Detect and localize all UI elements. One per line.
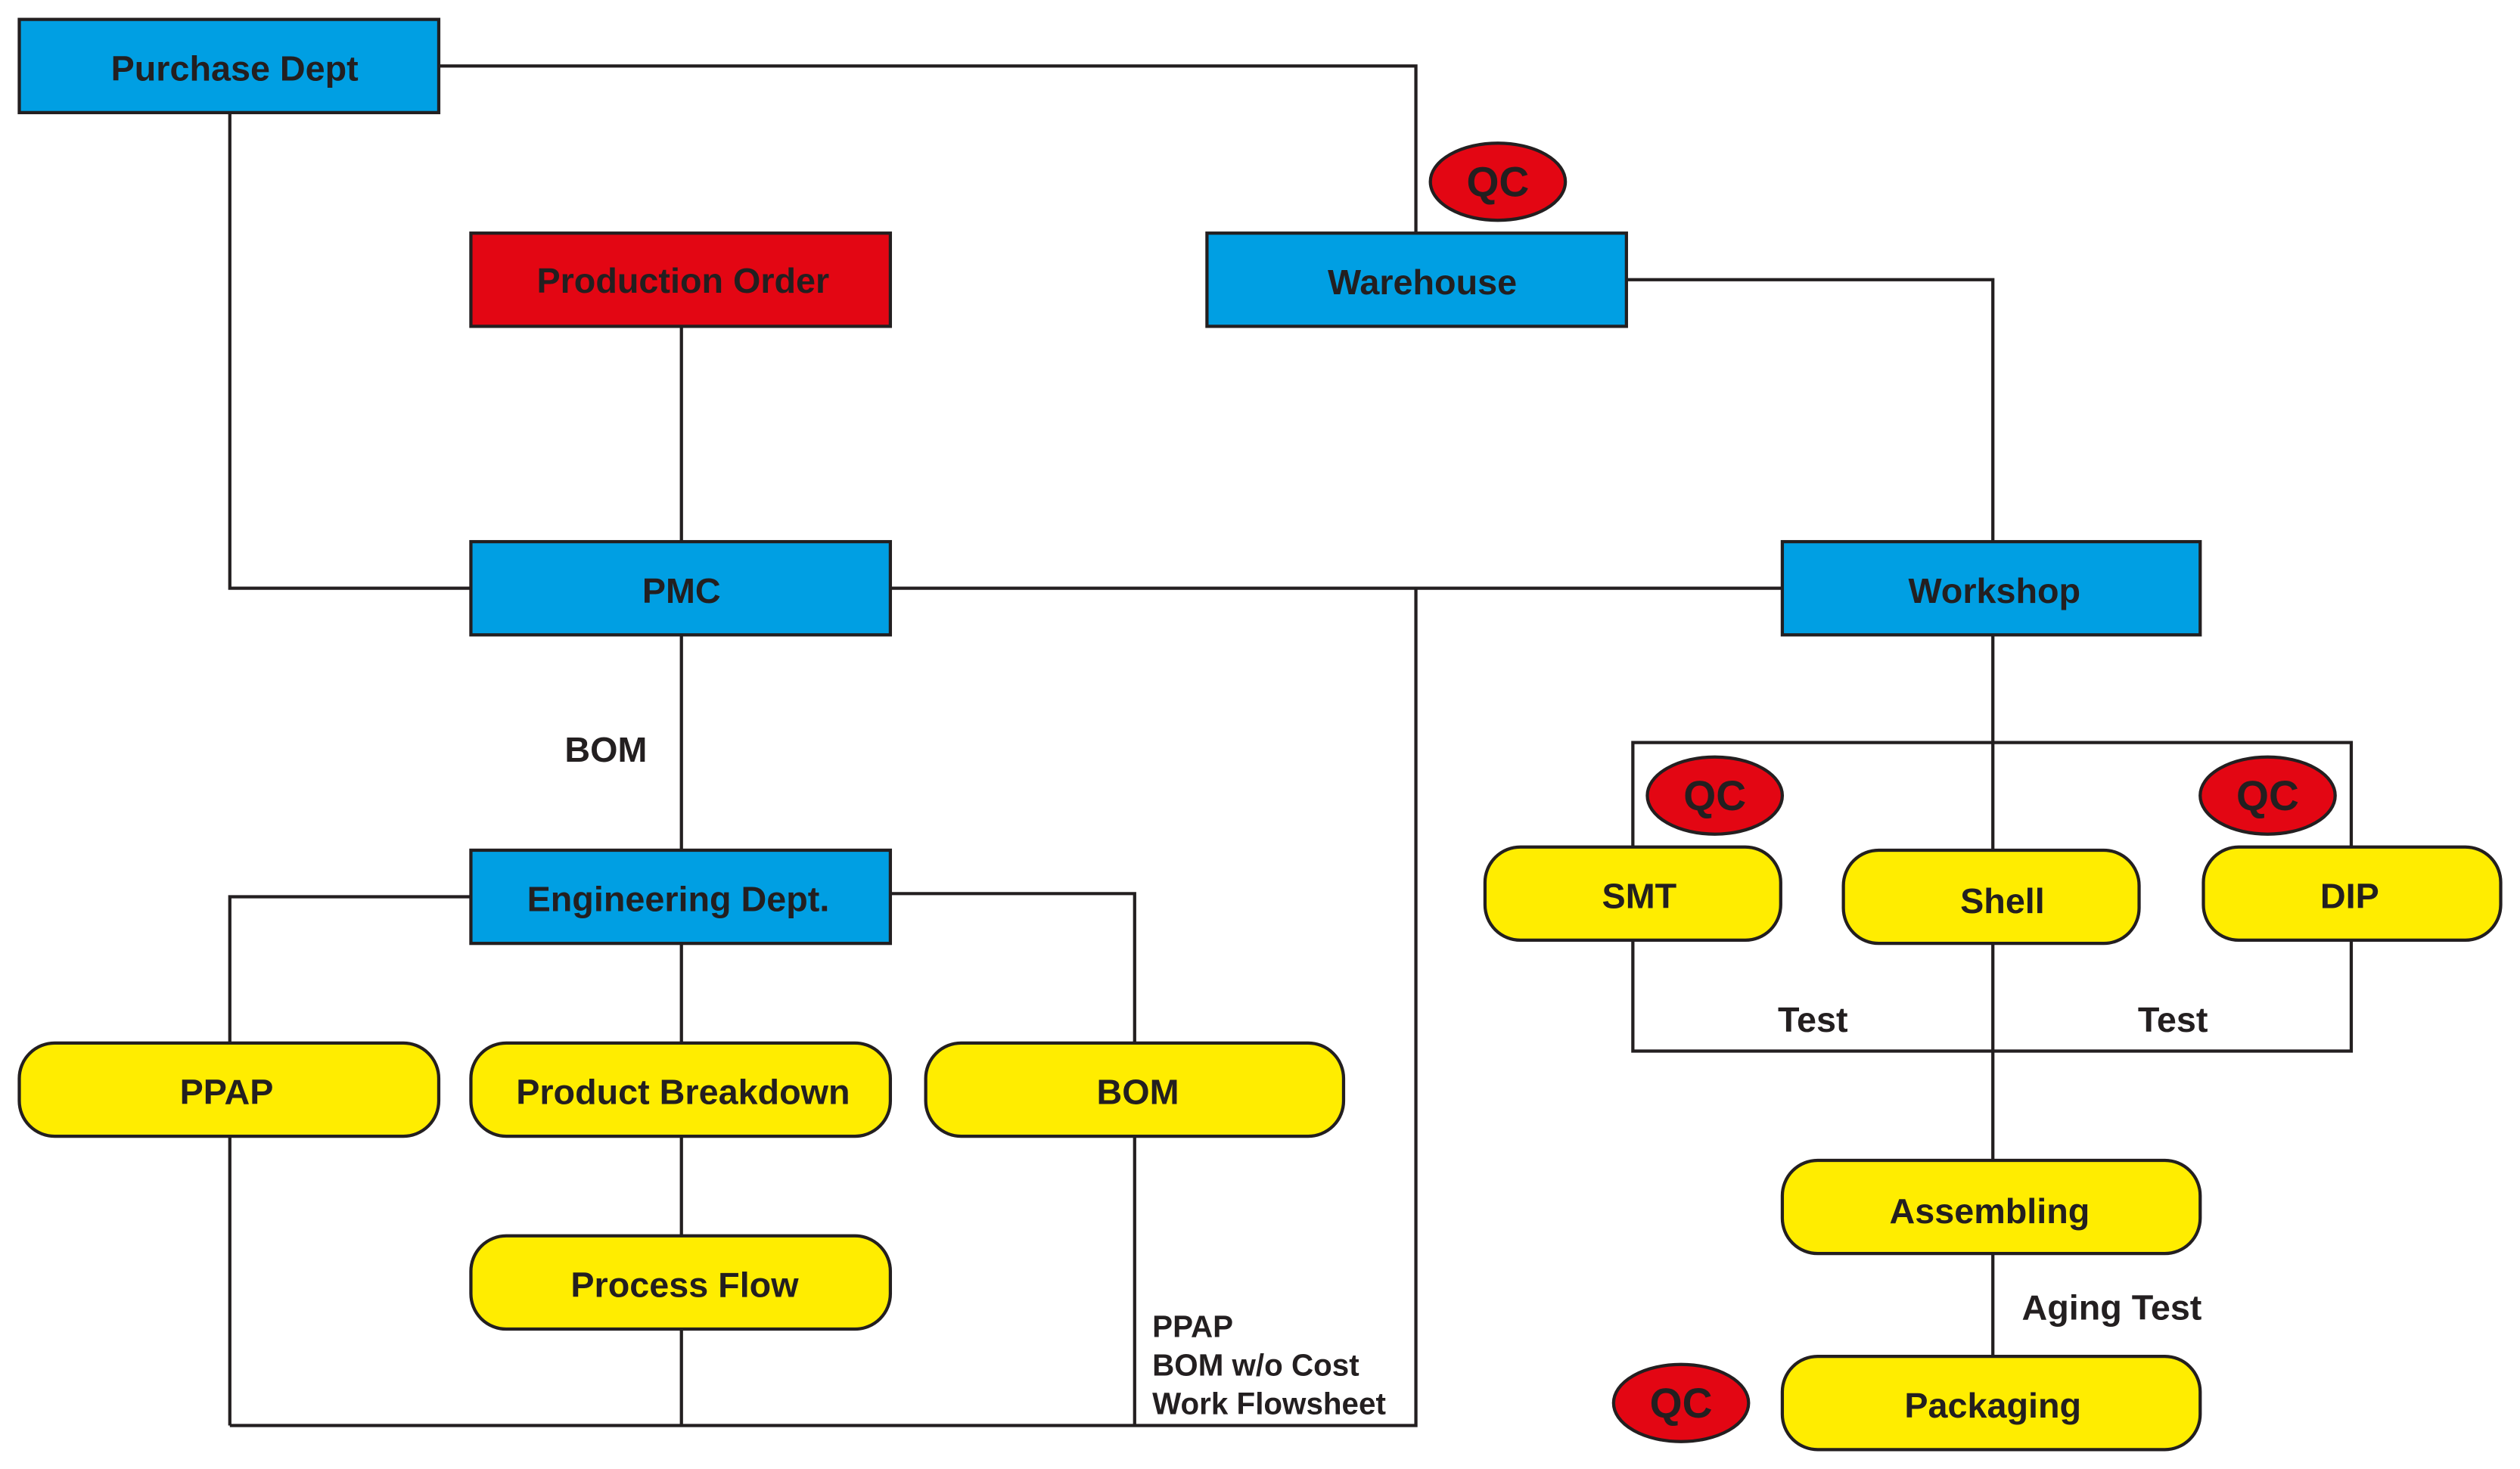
edge-label-test-left: Test — [1778, 1000, 1848, 1039]
connector-docs-return-to-pmc-line — [229, 588, 1418, 1427]
node-label: Product Breakdown — [516, 1073, 850, 1112]
node-label: Assembling — [1890, 1191, 2090, 1231]
node-label: Shell — [1960, 881, 2045, 921]
node-label: DIP — [2320, 876, 2379, 915]
node-warehouse: Warehouse — [1205, 231, 1628, 328]
node-smt: SMT — [1483, 845, 1782, 943]
docs-label-line: BOM w/o Cost — [1152, 1348, 1359, 1383]
qc-badge-warehouse: QC — [1428, 141, 1568, 222]
qc-badge-label: QC — [1466, 158, 1529, 205]
qc-badge-smt: QC — [1645, 755, 1785, 836]
node-ppap: PPAP — [17, 1041, 441, 1138]
node-label: Production Order — [536, 261, 829, 300]
connector-bracket-top — [1631, 741, 2354, 847]
node-pmc: PMC — [469, 539, 893, 637]
node-label: Engineering Dept. — [527, 880, 830, 919]
node-dip: DIP — [2202, 845, 2503, 943]
node-assembling: Assembling — [1780, 1158, 2202, 1256]
node-label: PMC — [642, 571, 721, 610]
node-label: Process Flow — [570, 1266, 799, 1305]
edge-label-bom: BOM — [564, 730, 647, 769]
edge-label-aging-test: Aging Test — [2021, 1287, 2202, 1327]
qc-badge-label: QC — [1650, 1380, 1713, 1427]
node-packaging: Packaging — [1780, 1355, 2202, 1452]
node-engineering-dept: Engineering Dept. — [469, 848, 893, 946]
node-label: Packaging — [1904, 1386, 2081, 1425]
connectors — [228, 64, 2354, 1427]
connector-engineering-to-bom — [890, 892, 1136, 1043]
node-label: BOM — [1097, 1073, 1179, 1112]
node-workshop: Workshop — [1780, 539, 2202, 637]
docs-label-line: Work Flowsheet — [1152, 1387, 1386, 1421]
connector-engineering-to-ppap — [228, 895, 471, 1043]
qc-badge-label: QC — [2236, 772, 2299, 819]
connector-purchase-to-warehouse — [438, 64, 1418, 234]
edge-label-test-right: Test — [2138, 1000, 2208, 1039]
connector-purchase-to-pmc — [228, 112, 471, 590]
connector-warehouse-to-workshop — [1626, 278, 1995, 542]
qc-badge-packaging: QC — [1611, 1362, 1751, 1443]
qc-badge-label: QC — [1683, 772, 1746, 819]
connector-bracket-bottom — [1631, 939, 2354, 1053]
node-label: Warehouse — [1328, 262, 1517, 302]
node-shell: Shell — [1841, 848, 2141, 946]
node-label: SMT — [1602, 876, 1677, 915]
node-process-flow: Process Flow — [469, 1234, 893, 1331]
docs-label-line: PPAP — [1152, 1309, 1233, 1344]
node-label: PPAP — [180, 1073, 274, 1112]
node-purchase-dept: Purchase Dept — [17, 17, 441, 114]
docs-label: PPAP BOM w/o Cost Work Flowsheet — [1152, 1309, 1386, 1421]
node-bom: BOM — [924, 1041, 1346, 1138]
node-label: Workshop — [1909, 571, 2081, 610]
node-label: Purchase Dept — [111, 48, 359, 88]
node-product-breakdown: Product Breakdown — [469, 1041, 893, 1138]
node-production-order: Production Order — [469, 231, 893, 328]
qc-badge-dip: QC — [2198, 755, 2337, 836]
